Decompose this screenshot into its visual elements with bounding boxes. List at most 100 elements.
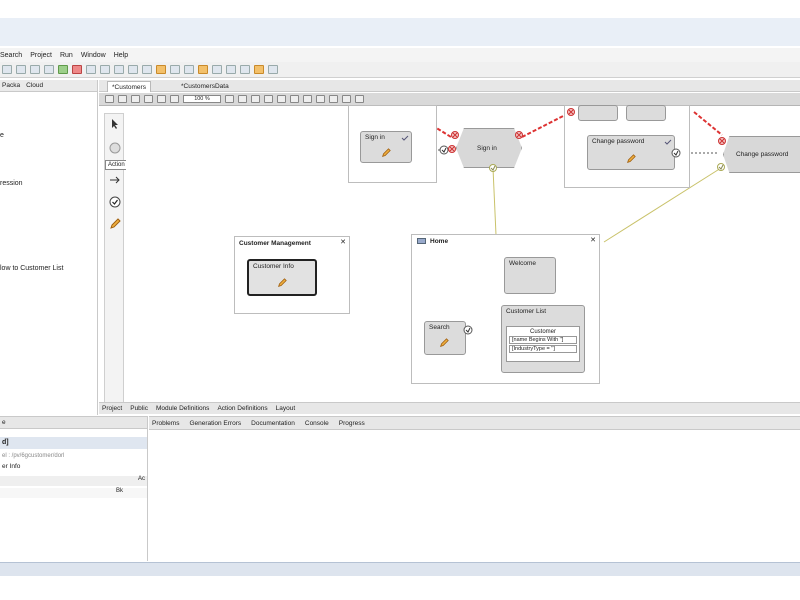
toolbar-button[interactable] <box>254 65 264 74</box>
tab-action-definitions[interactable]: Action Definitions <box>217 405 268 412</box>
change-password-action-node[interactable]: Change password <box>587 135 675 170</box>
toolbar-button[interactable] <box>170 65 180 74</box>
connector-circle-icon[interactable] <box>671 148 681 158</box>
tab-documentation[interactable]: Documentation <box>251 419 295 427</box>
toolbar-button[interactable] <box>86 65 96 74</box>
toolbar-button[interactable] <box>114 65 124 74</box>
tree-item[interactable]: e <box>0 132 4 139</box>
toolbar-button[interactable] <box>212 65 222 74</box>
toolbar-button[interactable] <box>170 95 179 103</box>
arrow-cursor-icon[interactable] <box>109 118 121 130</box>
tab-customers-data[interactable]: *CustomersData <box>181 83 229 90</box>
toolbar-button[interactable] <box>264 95 273 103</box>
left-panel-tabs: Packa Cloud <box>0 80 97 92</box>
toolbar-button[interactable] <box>100 65 110 74</box>
menu-window[interactable]: Window <box>80 51 106 59</box>
tab-public[interactable]: Public <box>130 405 148 412</box>
toolbar-button[interactable] <box>128 65 138 74</box>
marquee-tool-icon[interactable] <box>118 95 127 103</box>
selected-item[interactable]: d] <box>0 437 147 449</box>
toolbar-button[interactable] <box>303 95 312 103</box>
action-circle-icon[interactable] <box>109 142 121 154</box>
toolbar-button[interactable] <box>251 95 260 103</box>
close-icon[interactable]: ✕ <box>340 239 346 246</box>
run-icon[interactable] <box>58 65 68 74</box>
toolbar-button[interactable] <box>184 65 194 74</box>
toolbar-button[interactable] <box>131 95 140 103</box>
editor-tabs: *Customers *CustomersData <box>99 80 800 92</box>
node-label: Change password <box>592 138 645 145</box>
connector-circle-icon[interactable] <box>439 145 449 155</box>
property-row[interactable]: Ac <box>0 476 147 486</box>
customer-info-node[interactable]: Customer Info <box>247 259 317 296</box>
tab-problems[interactable]: Problems <box>152 419 180 427</box>
x-connector-icon[interactable] <box>718 137 726 145</box>
toolbar-button[interactable] <box>268 65 278 74</box>
x-connector-icon[interactable] <box>515 131 523 139</box>
toolbar-button[interactable] <box>240 65 250 74</box>
property-row[interactable]: er Info <box>2 463 21 470</box>
toolbar-button[interactable] <box>156 65 166 74</box>
connector-circle-icon[interactable] <box>462 324 474 336</box>
close-icon[interactable]: ✕ <box>590 237 596 244</box>
frame-node[interactable] <box>626 105 666 121</box>
toolbar-button[interactable] <box>290 95 299 103</box>
x-connector-icon[interactable] <box>567 108 575 116</box>
toolbar-button[interactable] <box>277 95 286 103</box>
toolbar-button[interactable] <box>342 95 351 103</box>
zoom-out-icon[interactable] <box>238 95 247 103</box>
property-row[interactable]: Bk <box>0 488 147 498</box>
tree-item[interactable]: ression <box>0 180 23 187</box>
toolbar-button[interactable] <box>44 65 54 74</box>
check-icon[interactable] <box>109 196 121 208</box>
window-title-bar <box>0 18 800 46</box>
tab-generation-errors[interactable]: Generation Errors <box>189 419 242 427</box>
tab-project[interactable]: Project <box>102 405 123 412</box>
toolbar-button[interactable] <box>226 65 236 74</box>
frame-node[interactable] <box>578 105 618 121</box>
tab-layout[interactable]: Layout <box>275 405 296 412</box>
home-module[interactable]: Home ✕ Welcome Search Customer List Cust… <box>411 234 600 384</box>
menu-run[interactable]: Run <box>59 51 73 59</box>
zoom-combo[interactable]: 100 % <box>183 95 221 103</box>
tab-packages[interactable]: Packa <box>2 82 21 89</box>
toolbar-button[interactable] <box>316 95 325 103</box>
tab-cloud[interactable]: Cloud <box>26 82 44 89</box>
pencil-icon[interactable] <box>109 218 121 230</box>
toolbar-button[interactable] <box>16 65 26 74</box>
select-tool-icon[interactable] <box>105 95 114 103</box>
debug-icon[interactable] <box>72 65 82 74</box>
tab-customers[interactable]: *Customers <box>107 81 151 92</box>
sign-in-screen-node[interactable]: Sign in <box>456 128 522 168</box>
tab-module-definitions[interactable]: Module Definitions <box>155 405 210 412</box>
arrow-icon[interactable] <box>109 174 121 186</box>
welcome-node[interactable]: Welcome <box>504 257 556 294</box>
menu-search[interactable]: Search <box>0 51 23 59</box>
toolbar-button[interactable] <box>144 95 153 103</box>
diagram-canvas[interactable]: Sign in Sign in Change password <box>126 105 800 403</box>
tab-console[interactable]: Console <box>304 419 329 427</box>
toolbar-button[interactable] <box>355 95 364 103</box>
tool-palette: Action <box>104 113 128 403</box>
menu-project[interactable]: Project <box>30 51 52 59</box>
toolbar-button[interactable] <box>2 65 12 74</box>
x-connector-icon[interactable] <box>451 131 459 139</box>
toolbar-button[interactable] <box>329 95 338 103</box>
toolbar-button[interactable] <box>198 65 208 74</box>
search-node[interactable]: Search <box>424 321 466 355</box>
check-connector-icon[interactable] <box>717 163 725 171</box>
check-connector-icon[interactable] <box>489 164 497 172</box>
sign-in-action-node[interactable]: Sign in <box>360 131 412 163</box>
toolbar-button[interactable] <box>142 65 152 74</box>
customer-management-module[interactable]: Customer Management ✕ Customer Info <box>234 236 350 314</box>
tree-item[interactable]: low to Customer List <box>0 265 64 272</box>
zoom-in-icon[interactable] <box>225 95 234 103</box>
change-password-screen-node[interactable]: Change password <box>723 136 800 173</box>
x-connector-icon[interactable] <box>448 145 456 153</box>
menu-help[interactable]: Help <box>113 51 129 59</box>
tab-progress[interactable]: Progress <box>338 419 365 427</box>
customer-list-node[interactable]: Customer List Customer [name Begins With… <box>501 305 585 373</box>
toolbar-button[interactable] <box>30 65 40 74</box>
toolbar-button[interactable] <box>157 95 166 103</box>
customer-table: Customer [name Begins With ''] [Industry… <box>506 326 580 362</box>
